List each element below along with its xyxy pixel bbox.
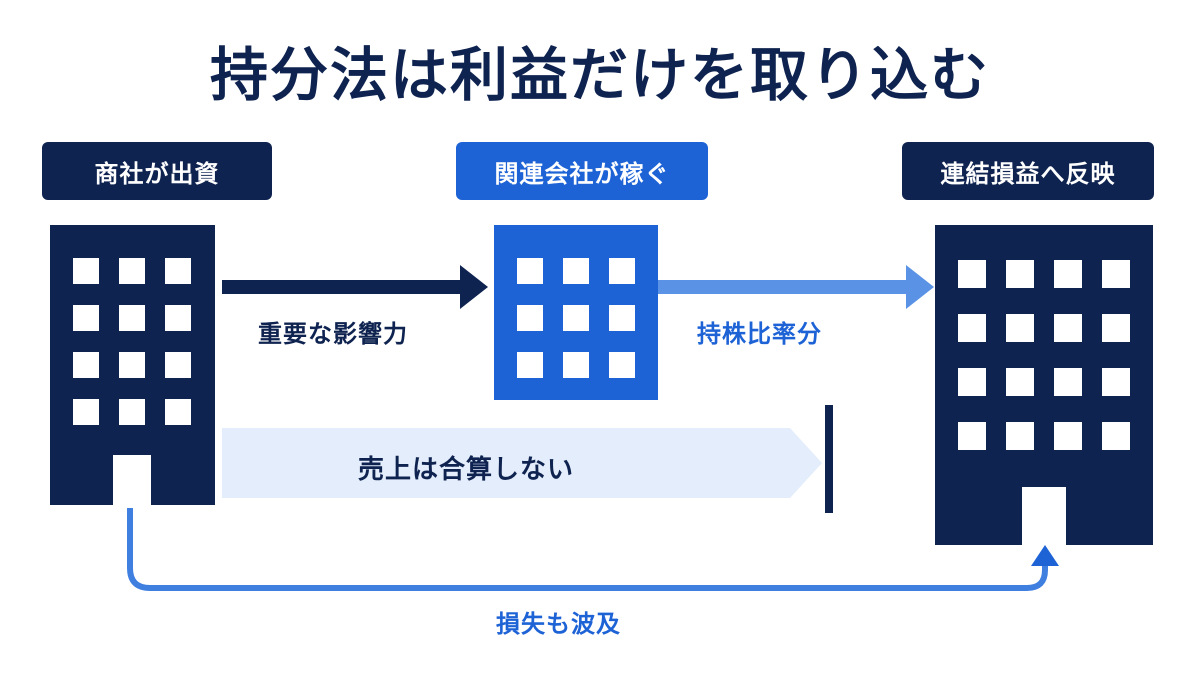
- investor-building-icon: [50, 225, 215, 505]
- consolidated-building-icon: [935, 225, 1153, 545]
- influence-label: 重要な影響力: [258, 320, 408, 348]
- affiliate-building-icon: [494, 225, 658, 400]
- page-title: 持分法は利益だけを取り込む: [209, 41, 990, 109]
- loss-spread-arrow: [127, 508, 1059, 591]
- block-bar: [825, 405, 833, 513]
- loss-spread-label: 損失も波及: [496, 610, 621, 638]
- influence-arrow: [222, 265, 488, 309]
- equity-share-arrow: [658, 265, 934, 309]
- no-revenue-label: 売上は合算しない: [358, 455, 575, 485]
- affiliate-label: 関連会社が稼ぐ: [456, 142, 708, 200]
- equity-share-label: 持株比率分: [697, 320, 822, 348]
- investor-label: 商社が出資: [42, 142, 272, 200]
- no-revenue-band: [222, 428, 822, 498]
- consolidated-label: 連結損益へ反映: [902, 142, 1154, 200]
